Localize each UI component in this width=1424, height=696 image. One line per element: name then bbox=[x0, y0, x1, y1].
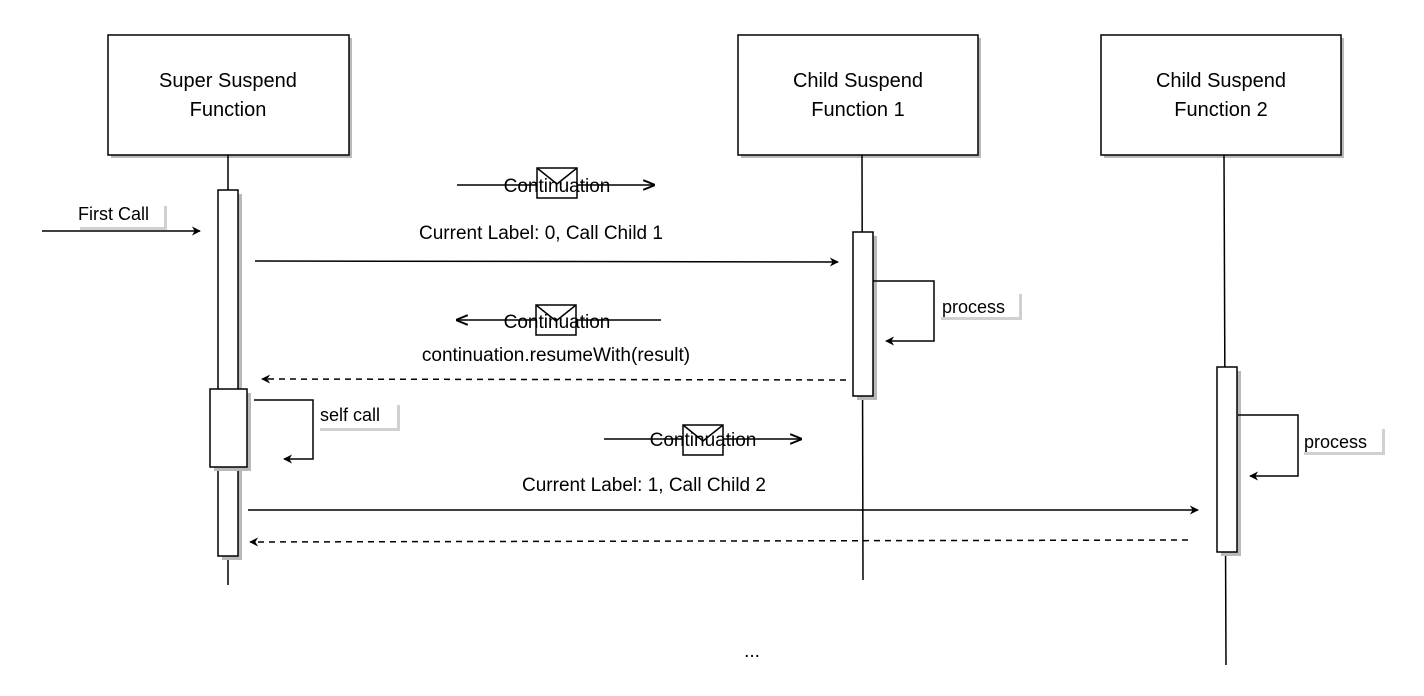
participant-title-line1: Child Suspend bbox=[1156, 70, 1286, 92]
message-label: Current Label: 0, Call Child 1 bbox=[419, 223, 663, 244]
self-message-self-call: self call bbox=[254, 399, 400, 464]
continuation-message-1: Continuation bbox=[457, 167, 654, 199]
message-label: process bbox=[1304, 432, 1367, 452]
continuation-message-3: Continuation bbox=[604, 424, 801, 456]
message-label: continuation.resumeWith(result) bbox=[422, 345, 690, 366]
message-resume-with: continuation.resumeWith(result) bbox=[261, 345, 847, 384]
continuation-label: Continuation bbox=[650, 430, 757, 451]
participant-child-suspend-function-1: Child Suspend Function 1 bbox=[737, 34, 981, 158]
message-label: Current Label: 1, Call Child 2 bbox=[522, 475, 766, 496]
participant-title-line2: Function 1 bbox=[811, 99, 904, 121]
envelope-icon bbox=[535, 304, 577, 336]
message-label: process bbox=[942, 297, 1005, 317]
message-return-child-2 bbox=[249, 537, 1189, 547]
activation-super bbox=[217, 189, 242, 560]
activation-child-2 bbox=[1216, 366, 1241, 556]
participant-title-line2: Function bbox=[190, 99, 267, 121]
self-message-process-1: process bbox=[873, 280, 1022, 346]
participant-child-suspend-function-2: Child Suspend Function 2 bbox=[1100, 34, 1344, 158]
message-call-child-2: Current Label: 1, Call Child 2 bbox=[248, 475, 1199, 515]
self-message-process-2: process bbox=[1238, 414, 1385, 481]
activation-child-1 bbox=[852, 231, 877, 400]
participant-super-suspend-function: Super Suspend Function bbox=[107, 34, 352, 158]
message-label: First Call bbox=[78, 204, 149, 224]
ellipsis-text: ... bbox=[744, 641, 760, 662]
participant-title-line1: Child Suspend bbox=[793, 70, 923, 92]
message-call-child-1: Current Label: 0, Call Child 1 bbox=[254, 223, 839, 267]
participant-title-line1: Super Suspend bbox=[159, 70, 297, 92]
continuation-message-2: Continuation bbox=[457, 304, 661, 336]
participant-title-line2: Function 2 bbox=[1174, 99, 1267, 121]
envelope-icon bbox=[536, 167, 578, 199]
message-label: self call bbox=[320, 405, 380, 425]
continuation-label: Continuation bbox=[504, 176, 611, 197]
envelope-icon bbox=[682, 424, 724, 456]
activation-super-self bbox=[209, 388, 251, 471]
continuation-label: Continuation bbox=[504, 312, 611, 333]
message-first-call: First Call bbox=[42, 203, 201, 236]
